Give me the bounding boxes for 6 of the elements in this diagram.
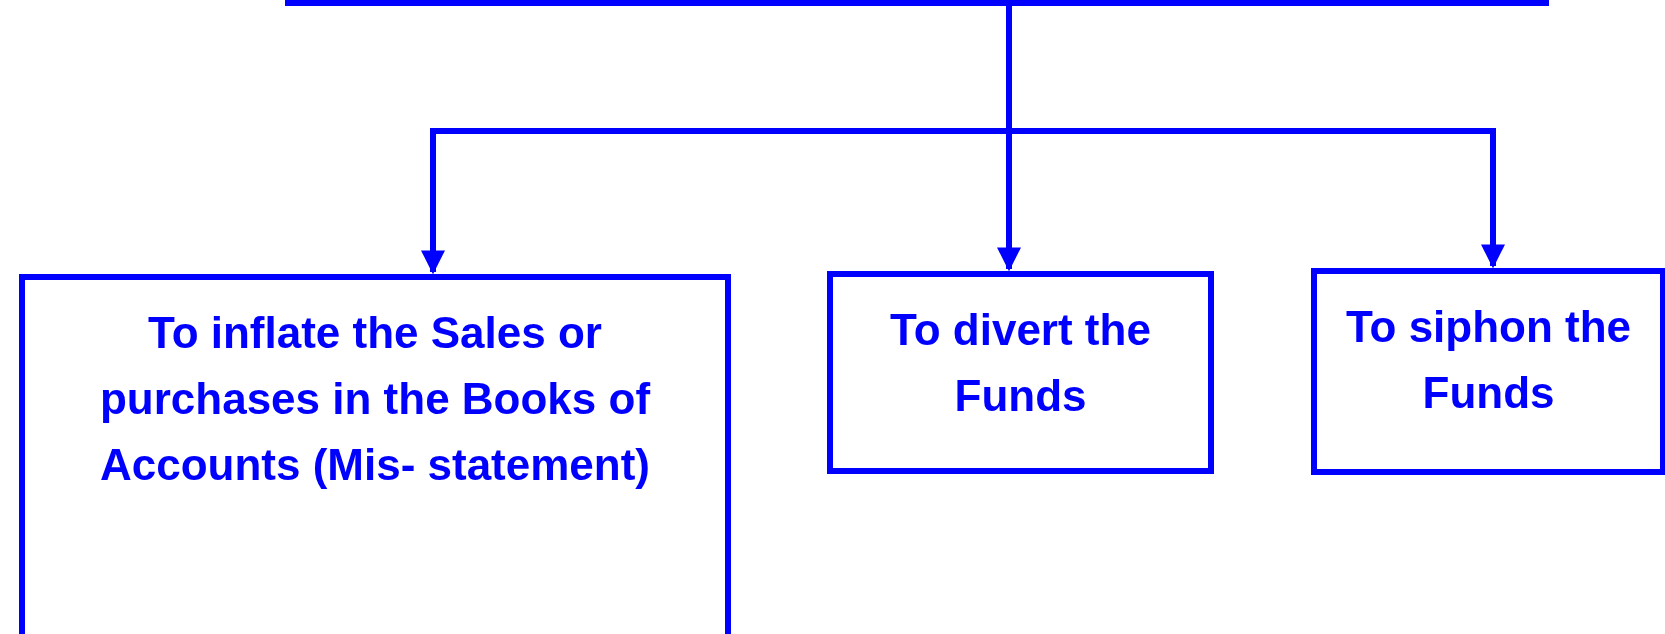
- box-label: To siphon the Funds: [1344, 301, 1633, 419]
- process-box: [19, 274, 731, 634]
- box-label: To inflate the Sales or purchases in the Books of Accounts (Mis- statement): [98, 307, 652, 491]
- process-box: [1311, 268, 1665, 475]
- box-label: To divert the Funds: [889, 304, 1152, 422]
- process-box: [827, 271, 1214, 474]
